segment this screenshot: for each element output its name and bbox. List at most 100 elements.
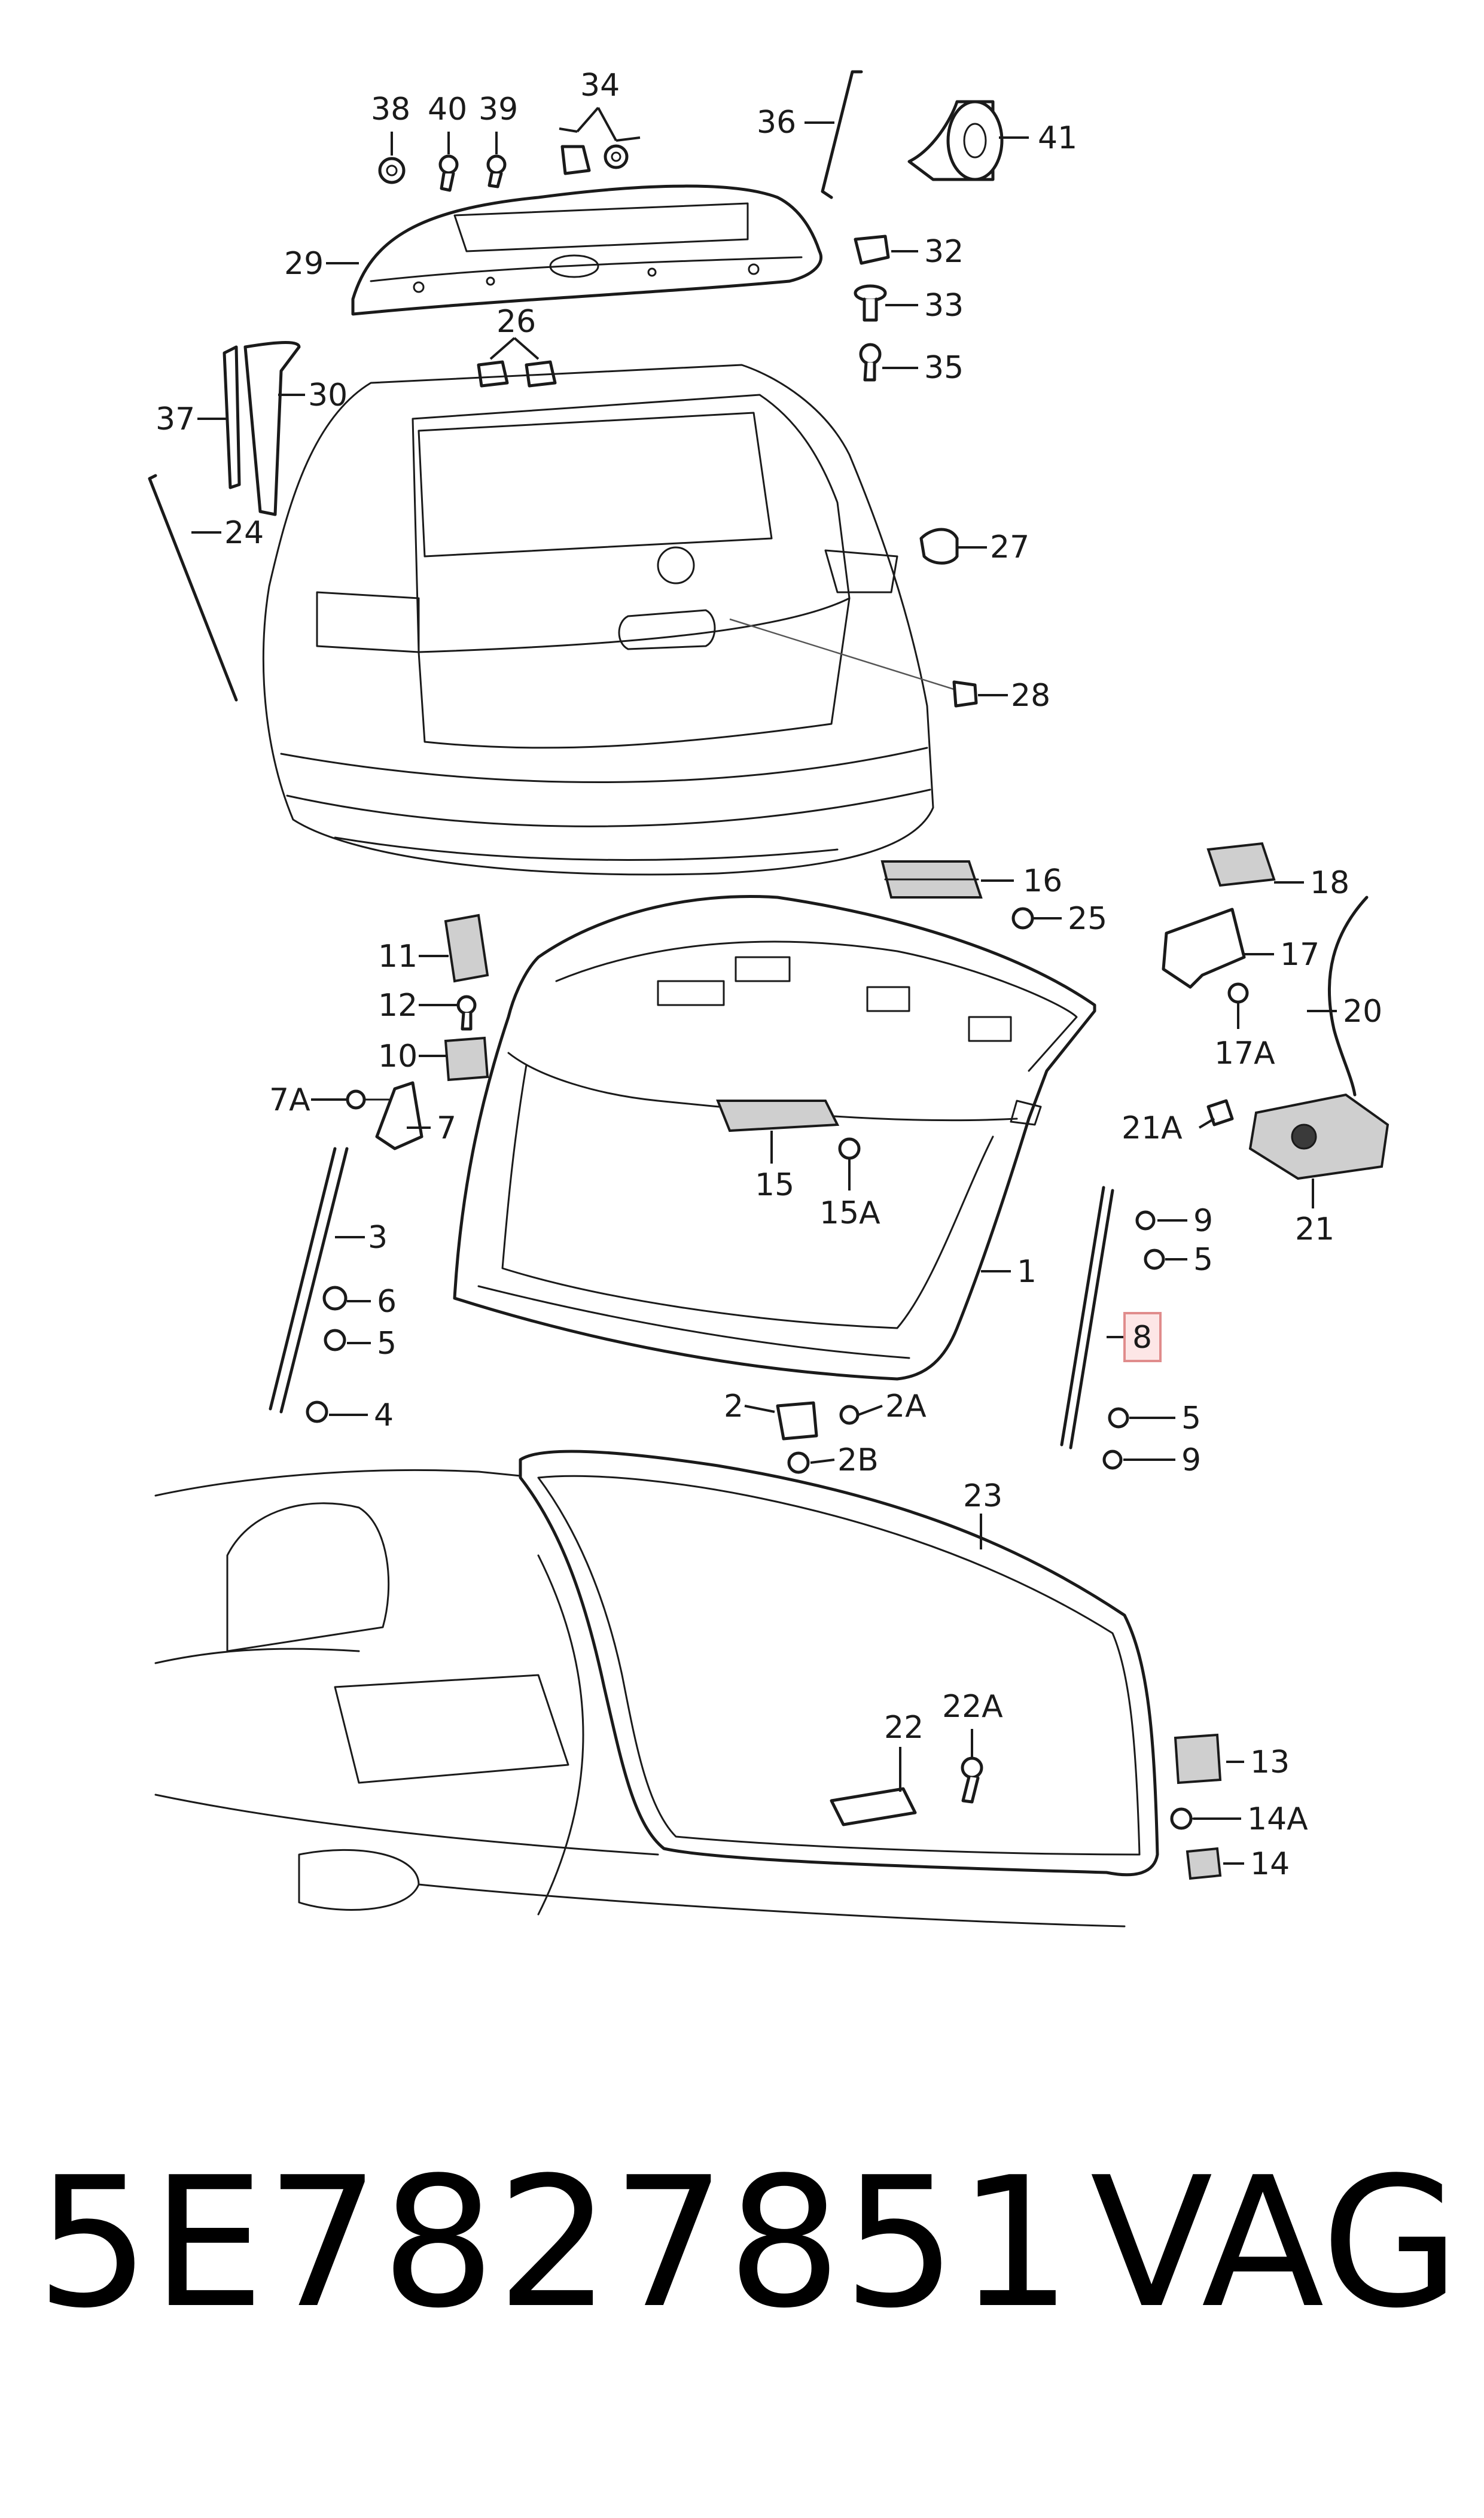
clip-13 — [1174, 1733, 1222, 1785]
screw-35 — [859, 343, 882, 382]
bolt-2a — [839, 1405, 860, 1425]
callout-7a: 7A — [269, 1082, 310, 1118]
callout-22: 22 — [884, 1710, 924, 1746]
clip-34a — [560, 145, 591, 175]
callout-12: 12 — [378, 988, 418, 1024]
lock-motor-21 — [1248, 1093, 1389, 1180]
car-rear-body — [262, 364, 970, 876]
nut-17a — [1227, 982, 1249, 1004]
callout-5a: 5 — [1193, 1242, 1213, 1278]
callout-10: 10 — [378, 1039, 418, 1074]
hinge-7 — [375, 1081, 423, 1150]
callout-41: 41 — [1038, 120, 1077, 156]
tailgate-panel-1 — [453, 894, 1096, 1381]
cover-11 — [444, 914, 489, 983]
callout-35: 35 — [924, 350, 964, 386]
bolt-9b — [1102, 1450, 1123, 1470]
callout-11: 11 — [378, 939, 418, 975]
callout-34: 34 — [580, 68, 620, 103]
cap-6 — [322, 1286, 348, 1311]
callout-9a: 9 — [1193, 1203, 1213, 1239]
rod-36 — [821, 70, 863, 199]
callout-5b: 5 — [377, 1326, 397, 1362]
callout-15a: 15A — [819, 1195, 880, 1231]
cable-20 — [1327, 896, 1369, 1097]
callout-17a: 17A — [1214, 1036, 1275, 1071]
callout-7: 7 — [437, 1110, 456, 1146]
bolt-4 — [306, 1400, 328, 1423]
bolt-9a — [1135, 1210, 1156, 1231]
bolt-28 — [952, 680, 978, 708]
clip-5a — [324, 1329, 346, 1351]
spoiler-part — [351, 184, 822, 316]
callout-8: 8 — [1132, 1320, 1152, 1356]
callout-28: 28 — [1011, 678, 1050, 714]
bracket-2 — [776, 1401, 818, 1441]
tape-roll-41 — [907, 100, 1004, 181]
footer: 5E7827851 VAG — [0, 2130, 1484, 2381]
callout-13: 13 — [1250, 1744, 1290, 1780]
callout-33: 33 — [924, 288, 964, 324]
callout-labels: 38 40 39 34 36 41 29 32 33 35 26 37 30 2… — [156, 68, 1382, 1882]
callout-30: 30 — [308, 377, 348, 413]
callout-37: 37 — [156, 401, 195, 437]
fastener-38 — [378, 157, 406, 184]
callout-15: 15 — [755, 1167, 794, 1203]
callout-23: 23 — [963, 1478, 1002, 1514]
gas-strut-8 — [1060, 1186, 1114, 1450]
callout-39: 39 — [479, 92, 518, 127]
callout-22a: 22A — [942, 1689, 1003, 1725]
block-10 — [444, 1036, 489, 1082]
screw-12 — [456, 995, 477, 1031]
callout-3: 3 — [368, 1220, 388, 1256]
callout-2a: 2A — [885, 1389, 927, 1424]
bumper-14 — [1186, 1847, 1222, 1880]
handle-16 — [880, 860, 983, 899]
cap-27 — [919, 528, 959, 565]
screw-40 — [438, 154, 459, 192]
callout-16: 16 — [1023, 863, 1062, 899]
striker-22 — [830, 1787, 917, 1826]
callout-25: 25 — [1068, 901, 1107, 937]
callout-38: 38 — [371, 92, 410, 127]
screw-39 — [486, 154, 507, 188]
callout-1: 1 — [1017, 1254, 1037, 1290]
callout-24: 24 — [224, 515, 264, 551]
callout-21: 21 — [1295, 1211, 1334, 1247]
trim-strip-37 — [223, 345, 241, 489]
callout-26: 26 — [496, 304, 536, 340]
highlight-box-8 — [1123, 1312, 1162, 1362]
callout-29: 29 — [284, 246, 324, 282]
callout-32: 32 — [924, 234, 964, 270]
callout-2: 2 — [724, 1389, 743, 1424]
nut-2b — [787, 1451, 810, 1474]
nut-34b — [604, 144, 629, 169]
body-opening — [154, 1469, 1126, 1928]
callout-9b: 9 — [1181, 1442, 1201, 1478]
bracket-18 — [1206, 842, 1276, 887]
bolt-14a — [1170, 1807, 1209, 1830]
callout-4: 4 — [374, 1397, 394, 1433]
callout-21a: 21A — [1122, 1110, 1183, 1146]
trim-strip-30 — [243, 341, 301, 516]
callout-20: 20 — [1343, 994, 1382, 1030]
rod-24 — [148, 474, 238, 702]
callout-5c: 5 — [1181, 1400, 1201, 1436]
clip-33 — [854, 284, 887, 322]
callout-2b: 2B — [837, 1442, 879, 1478]
part-number: 5E7827851 — [36, 2139, 1074, 2348]
callout-14a: 14A — [1247, 1801, 1308, 1837]
callout-17: 17 — [1280, 937, 1320, 973]
bolt-7a — [346, 1089, 390, 1110]
bracket-17 — [1162, 908, 1246, 989]
callout-6: 6 — [377, 1284, 397, 1320]
clip-5c — [1108, 1407, 1129, 1429]
grommet-25 — [1011, 907, 1034, 930]
callout-14: 14 — [1250, 1846, 1290, 1882]
callout-18: 18 — [1310, 865, 1349, 901]
callout-40: 40 — [428, 92, 467, 127]
clip-5b — [1144, 1249, 1165, 1270]
callout-36: 36 — [757, 105, 796, 141]
brand-name: VAG — [1090, 2139, 1460, 2348]
